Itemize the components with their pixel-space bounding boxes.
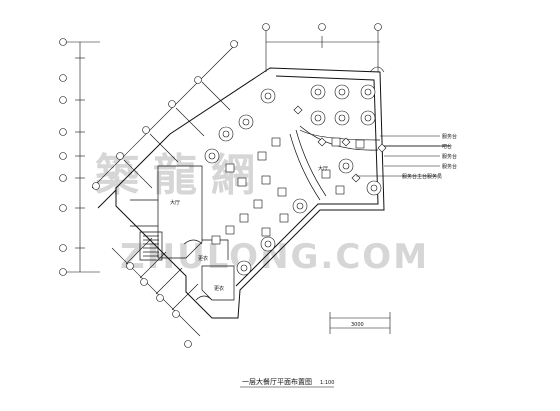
door-swings (183, 66, 385, 301)
diagonal-axis-lower-bubbles (126, 262, 192, 348)
square-tables (211, 137, 365, 245)
top-axis (265, 30, 380, 72)
building-outline (97, 67, 385, 319)
diagonal-axis-upper-bubbles (92, 40, 238, 190)
scale-bar (329, 312, 391, 334)
room-label-lower: 更衣 (214, 285, 224, 292)
callout-3: 服务台 (442, 153, 457, 160)
diagonal-axis-upper (91, 41, 239, 189)
room-label-upper: 更衣 (198, 255, 208, 262)
left-axis-bubbles (59, 38, 67, 276)
drawing-title: 一层大餐厅平面布置图 (242, 377, 312, 386)
callout-leaders (356, 135, 440, 177)
room-label-hall: 大厅 (170, 199, 180, 206)
top-axis-bubbles (262, 23, 382, 31)
callout-long: 服务台主台服务员 (402, 173, 442, 180)
inner-label: 大厅 (318, 165, 328, 172)
round-tables (204, 84, 382, 276)
scale-bar-value: 3000 (351, 322, 364, 328)
callout-4: 服务台 (442, 163, 457, 170)
drawing-title-scale: 1:100 (320, 380, 334, 386)
callout-2: 吧台 (442, 143, 452, 150)
callout-1: 服务台 (442, 133, 457, 140)
